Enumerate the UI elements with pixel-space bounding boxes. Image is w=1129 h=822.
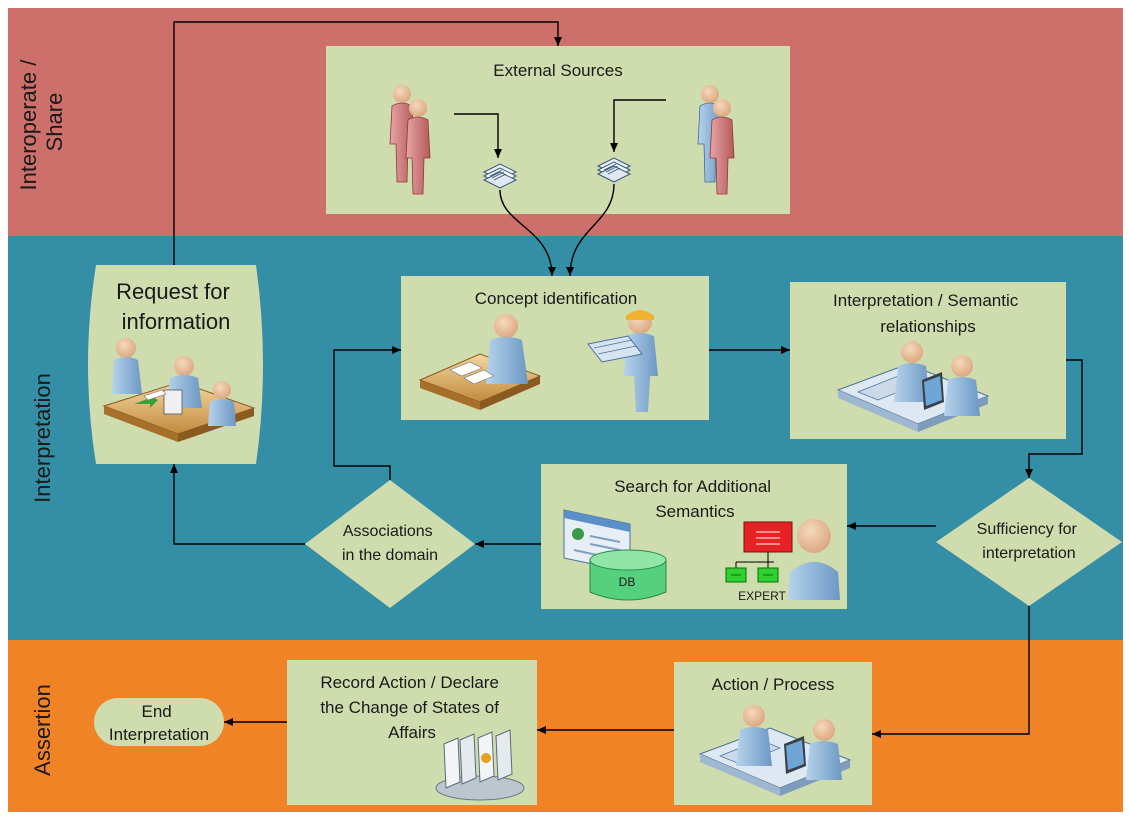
lane-label-interoperate: Interoperate / Share: [16, 54, 67, 191]
people-group-left-icon: [389, 85, 431, 195]
engineer-blueprint-icon: [587, 310, 658, 412]
search-line2: Semantics: [655, 502, 734, 521]
meeting-desk-icon: [102, 338, 256, 442]
lane-label-assertion: Assertion: [30, 684, 55, 776]
arrow-associations-to-request: [170, 464, 305, 545]
documents-stack-right-icon: [596, 157, 632, 183]
search-line1: Search for Additional: [614, 477, 771, 496]
record-line1: Record Action / Declare: [320, 673, 499, 692]
external-sources-label: External Sources: [493, 61, 622, 80]
computer-workstation-action-icon: [698, 705, 852, 796]
request-for-information-label: Request for information: [116, 279, 236, 334]
record-line3: Affairs: [388, 723, 436, 742]
action-process-label: Action / Process: [712, 675, 835, 694]
lane-label-interoperate-line2: Share: [42, 93, 67, 152]
org-chart-icon: [725, 521, 793, 583]
search-additional-semantics-label: Search for Additional Semantics: [614, 477, 776, 521]
interpretation-line2: relationships: [880, 317, 975, 336]
request-line1: Request for: [116, 279, 230, 304]
lane-label-interoperate-line1: Interoperate /: [16, 59, 41, 191]
arrow-request-to-external: [173, 21, 562, 265]
db-label: DB: [619, 575, 636, 589]
worker-desk-icon: [418, 314, 542, 410]
arrow-docs-right-to-concept: [566, 183, 615, 277]
end-line2: Interpretation: [109, 725, 209, 744]
expert-person-icon: [788, 519, 840, 600]
documents-stack-left-icon: [482, 163, 518, 189]
request-line2: information: [122, 309, 231, 334]
arrow-associations-to-concept: [333, 346, 401, 480]
associations-line1: Associations: [343, 523, 433, 540]
people-group-right-icon: [697, 85, 735, 195]
concept-identification-label: Concept identification: [475, 289, 638, 308]
end-interpretation-box: [94, 698, 224, 746]
document-archive-icon: [435, 729, 525, 801]
arrow-right-people-to-docs: [610, 99, 666, 152]
expert-label: EXPERT: [738, 589, 786, 603]
arrow-left-people-to-docs: [454, 113, 502, 158]
arrow-docs-left-to-concept: [499, 189, 556, 277]
sufficiency-line2: interpretation: [982, 545, 1075, 562]
arrow-interpretation-to-sufficiency: [1025, 359, 1083, 478]
record-line2: the Change of States of: [320, 698, 499, 717]
record-action-label: Record Action / Declare the Change of St…: [320, 673, 503, 742]
sufficiency-diamond: [936, 478, 1122, 606]
sufficiency-line1: Sufficiency for: [977, 521, 1078, 538]
interpretation-line1: Interpretation / Semantic: [833, 291, 1019, 310]
database-icon: [589, 549, 667, 601]
end-line1: End: [142, 702, 172, 721]
interpretation-semantic-label: Interpretation / Semantic relationships: [833, 291, 1023, 336]
lane-label-interpretation: Interpretation: [30, 373, 55, 503]
associations-line2: in the domain: [342, 547, 438, 564]
computer-workstation-icon: [836, 341, 990, 432]
associations-diamond: [305, 480, 475, 608]
end-interpretation-label: End Interpretation: [109, 702, 209, 744]
sufficiency-label: Sufficiency for interpretation: [977, 521, 1082, 562]
associations-label: Associations in the domain: [342, 523, 438, 564]
arrow-sufficiency-to-action: [872, 606, 1030, 738]
